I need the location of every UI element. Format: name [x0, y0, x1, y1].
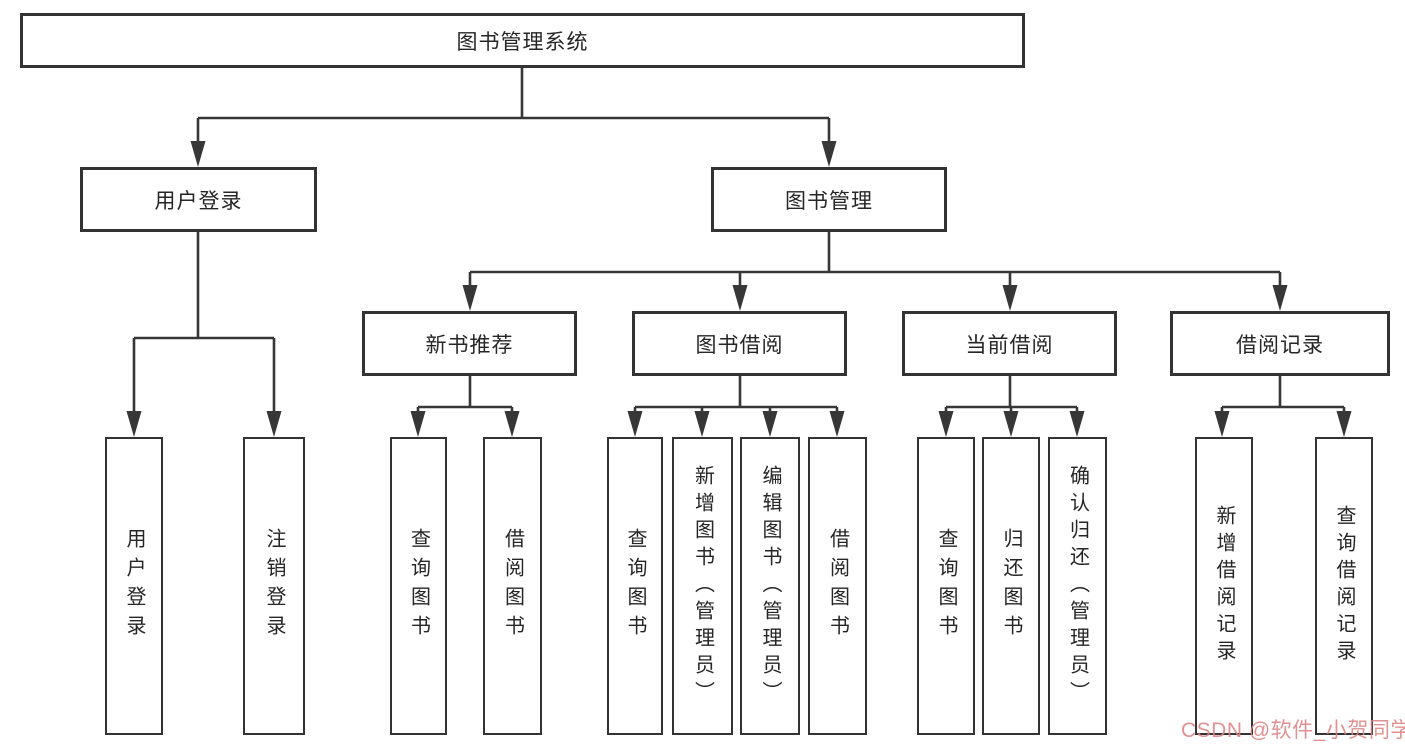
- leaf-borrow-book-recommend: 借阅图书: [483, 437, 542, 735]
- node-current-borrow: 当前借阅: [902, 311, 1117, 376]
- node-root: 图书管理系统: [20, 13, 1025, 68]
- leaf-user-login: 用户登录: [105, 437, 163, 735]
- leaf-query-book-borrow: 查询图书: [607, 437, 663, 735]
- leaf-add-book-admin: 新增图书（管理员）: [672, 437, 733, 735]
- node-book-borrow: 图书借阅: [632, 311, 847, 376]
- leaf-confirm-return-admin: 确认归还（管理员）: [1048, 437, 1107, 735]
- leaf-query-borrow-record: 查询借阅记录: [1315, 437, 1373, 735]
- leaf-edit-book-admin: 编辑图书（管理员）: [740, 437, 800, 735]
- leaf-return-book: 归还图书: [982, 437, 1040, 735]
- watermark: CSDN @软件_小贺同学: [1181, 719, 1405, 742]
- node-user-login: 用户登录: [80, 167, 317, 232]
- node-book-management: 图书管理: [711, 167, 947, 232]
- leaf-logout: 注销登录: [243, 437, 305, 735]
- leaf-query-book-recommend: 查询图书: [390, 437, 447, 735]
- leaf-query-book-current: 查询图书: [917, 437, 975, 735]
- node-new-book-recommend: 新书推荐: [362, 311, 577, 376]
- leaf-borrow-book: 借阅图书: [808, 437, 867, 735]
- leaf-add-borrow-record: 新增借阅记录: [1195, 437, 1253, 735]
- node-borrow-records: 借阅记录: [1170, 311, 1390, 376]
